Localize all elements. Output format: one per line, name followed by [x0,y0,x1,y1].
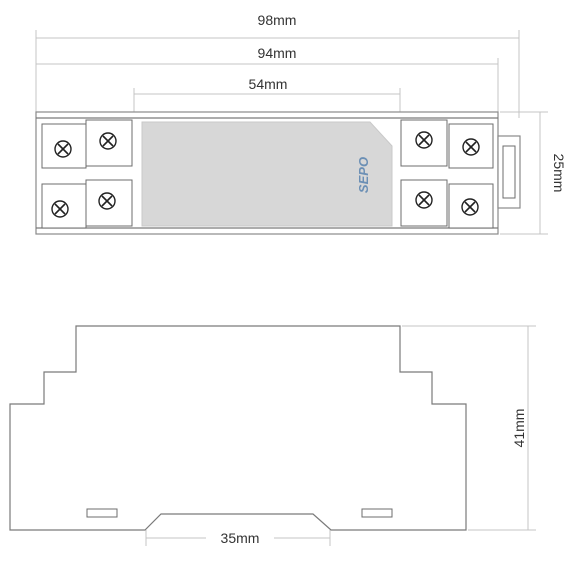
label-25mm: 25mm [551,154,567,193]
screw-icon [461,198,479,216]
label-54mm: 54mm [249,76,288,92]
screw-icon [462,138,480,156]
dimension-35mm: 35mm [145,530,331,546]
din-clip-top [497,135,521,209]
clip-slot-left [86,508,118,518]
label-41mm: 41mm [511,409,527,448]
terminal-block-right [400,119,494,229]
screw-icon [415,191,433,209]
brand-logo-text: SEPO [356,157,371,193]
clip-slot-right [361,508,393,518]
label-panel [141,121,393,227]
top-view: 98mm 94mm 54mm 25mm [35,12,567,235]
label-94mm: 94mm [258,45,297,61]
screw-icon [99,132,117,150]
screw-icon [54,140,72,158]
label-98mm: 98mm [258,12,297,28]
screw-icon [415,131,433,149]
dimension-41mm: 41mm [402,325,536,531]
side-view: 41mm 35mm [9,325,536,546]
screw-icon [98,192,116,210]
dimension-94mm: 94mm [36,45,499,118]
screw-icon [51,200,69,218]
label-35mm: 35mm [221,530,260,546]
device-profile-side [9,325,467,531]
dimension-98mm: 98mm [35,12,520,118]
dimension-25mm: 25mm [500,111,567,235]
terminal-block-left [41,119,133,229]
